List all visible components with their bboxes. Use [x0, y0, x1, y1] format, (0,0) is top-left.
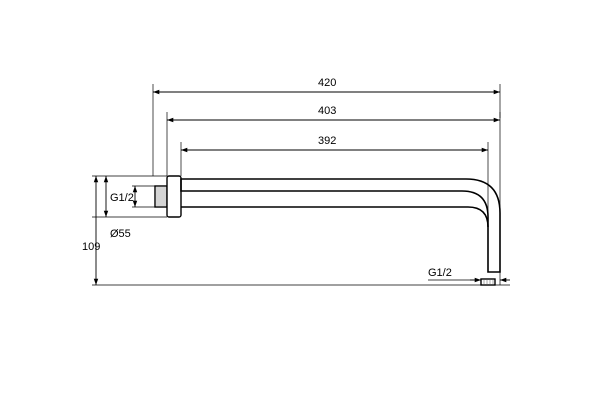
inlet-thread-hatching	[156, 186, 166, 207]
shower-arm-body	[180, 178, 501, 273]
outlet-thread	[480, 278, 496, 286]
dimension-label-403: 403	[318, 105, 336, 117]
dimension-label-392: 392	[318, 135, 336, 147]
dimension-label-thread-outlet: G1/2	[428, 267, 452, 279]
wall-flange	[166, 175, 182, 218]
dimension-label-109: 109	[82, 241, 100, 253]
dimension-label-420: 420	[318, 77, 336, 89]
dimension-label-thread-inlet: G1/2	[110, 192, 134, 204]
shower-arm-outline	[181, 206, 489, 228]
dimension-label-diameter-55: Ø55	[110, 228, 131, 240]
